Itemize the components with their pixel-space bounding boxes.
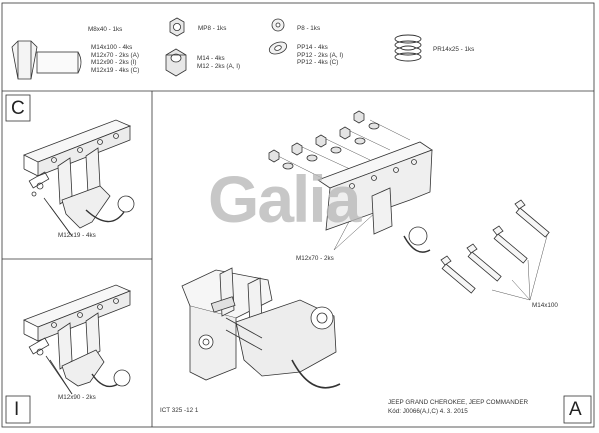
letter-box-a xyxy=(563,395,592,424)
nut-mp8-icon xyxy=(169,17,185,37)
panel-a-letter: A xyxy=(569,399,582,420)
nut-list-item: M12 - 2ks (A, I) xyxy=(197,62,241,70)
washer-p8-label: P8 - 1ks xyxy=(297,25,321,32)
vehicle-title: JEEP GRAND CHEROKEE, JEEP COMMANDER xyxy=(388,399,529,406)
panel-a-long-bolt-callout: M14x100 xyxy=(532,302,558,309)
panel-i-callout: M12x90 - 2ks xyxy=(58,394,96,401)
bolt-list: M14x100 - 4ks M12x70 - 2ks (A) M12x90 - … xyxy=(91,44,139,74)
washer-p8-icon xyxy=(271,18,285,32)
bolt-list-item: M14x100 - 4ks xyxy=(91,44,133,51)
part-code: Kód: J0066(A,I,C) 4. 3. 2015 xyxy=(388,408,468,415)
bolt-icon xyxy=(11,40,82,80)
letter-box-i xyxy=(5,395,31,424)
panel-i-towbar xyxy=(23,284,132,395)
panel-i-letter: I xyxy=(14,399,20,420)
drawing-number: ICT 325 -12 1 xyxy=(160,407,199,414)
letter-box-c xyxy=(5,94,31,122)
bolt-list-item: M12x19 - 4ks (C) xyxy=(91,66,140,74)
panel-c-callout: M12x19 - 4ks xyxy=(58,232,96,239)
washer-list: PP14 - 4ks PP12 - 2ks (A, I) PP12 - 4ks … xyxy=(297,44,343,67)
galia-logo: Galia xyxy=(208,162,361,236)
washer-list-item: PP12 - 4ks (C) xyxy=(297,59,339,67)
nut-list-item: M14 - 4ks xyxy=(197,55,225,62)
bolt-m8-label: M8x40 - 1ks xyxy=(88,26,123,33)
spring-washer-label: PR14x25 - 1ks xyxy=(433,46,475,53)
washer-large-icon xyxy=(268,41,288,55)
panel-a-bolt-callout: M12x70 - 2ks xyxy=(296,255,334,262)
nut-mp8-label: MP8 - 1ks xyxy=(198,25,227,32)
nut-list: M14 - 4ks M12 - 2ks (A, I) xyxy=(197,55,240,70)
washer-list-item: PP12 - 2ks (A, I) xyxy=(297,51,344,59)
panel-c-letter: C xyxy=(11,98,25,119)
panel-a-long-bolts xyxy=(440,199,550,294)
washer-list-item: PP14 - 4ks xyxy=(297,44,328,51)
bolt-list-item: M12x90 - 2ks (I) xyxy=(91,59,137,67)
panel-a-hardware-lines xyxy=(275,119,549,301)
panel-a-bracket xyxy=(317,141,433,253)
panel-a-nuts xyxy=(268,110,380,170)
panel-a-assembly xyxy=(181,267,341,389)
panel-c-towbar xyxy=(23,119,135,237)
outer-frame xyxy=(1,2,595,428)
spring-washer-icon xyxy=(394,34,422,62)
bolt-list-item: M12x70 - 2ks (A) xyxy=(91,51,139,59)
nut-large-icon xyxy=(165,48,187,77)
